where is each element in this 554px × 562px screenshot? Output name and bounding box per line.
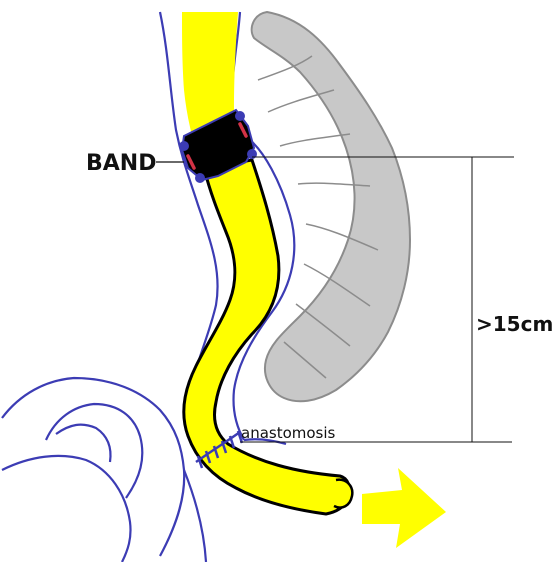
yellow-arrow-icon — [362, 468, 446, 548]
bowel-lumen-opening — [334, 480, 352, 508]
band-label: BAND — [86, 151, 156, 176]
distance-label: >15cm — [476, 312, 553, 336]
anastomosis-label: anastomosis — [241, 424, 336, 442]
colon-shape — [252, 12, 410, 401]
